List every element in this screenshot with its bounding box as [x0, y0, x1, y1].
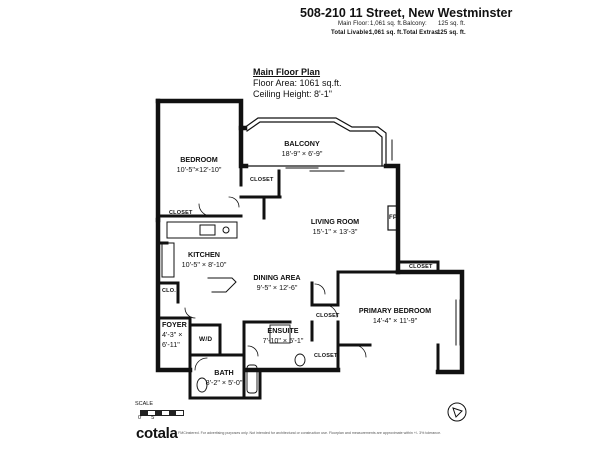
room-name: KITCHEN	[188, 250, 220, 259]
total-extras-value: 125 sq. ft.	[437, 30, 466, 36]
closet-label-walk-in: CLOSET	[314, 353, 338, 359]
ceiling-height: Ceiling Height: 8'-1"	[253, 89, 332, 99]
room-dims: 18'-9" × 6'-9"	[281, 149, 323, 158]
room-name: PRIMARY BEDROOM	[358, 306, 432, 315]
room-dims: 10'-5" × 8'-10"	[181, 260, 227, 269]
floor-area: Floor Area: 1061 sq.ft.	[253, 78, 342, 88]
scale-caption: SCALE	[135, 401, 153, 408]
room-name: LIVING ROOM	[310, 217, 360, 226]
total-livable-value: 1,061 sq. ft.	[369, 30, 403, 36]
room-dims: 10'-5"×12'-10"	[176, 165, 222, 174]
room-dims: 4'-3" ×	[162, 330, 183, 339]
room-dims: 7'-10" × 5'-1"	[262, 336, 304, 345]
balcony-area-value: 125 sq. ft.	[438, 21, 466, 27]
plan-heading: Main Floor Plan Floor Area: 1061 sq.ft. …	[253, 67, 342, 100]
balcony-doors	[285, 167, 345, 172]
room-living: LIVING ROOM 15'-1" × 13'-3"	[301, 217, 369, 237]
room-name: ENSUITE	[267, 326, 299, 335]
balcony-area-label: Balcony:	[403, 21, 427, 27]
closet-label-ensuite: CLOSET	[316, 313, 340, 319]
plan-title: Main Floor Plan	[253, 67, 321, 77]
room-dining: DINING AREA 9'-5" × 12'-6"	[246, 273, 308, 293]
scale-ticks: 0' 5'	[138, 415, 156, 421]
north-arrow-icon	[447, 402, 467, 422]
fireplace	[387, 205, 399, 231]
room-name: BEDROOM	[180, 155, 218, 164]
area-summary-row-2: Total Livable: 1,061 sq. ft. Total Extra…	[0, 30, 600, 38]
room-kitchen: KITCHEN 10'-5" × 8'-10"	[173, 250, 235, 270]
scale-bar	[140, 410, 184, 416]
cotala-logo: cotala	[136, 425, 178, 442]
main-floor-value: 1,061 sq. ft.	[370, 21, 403, 27]
washer-dryer-label: W/D	[199, 336, 213, 343]
room-name: BALCONY	[284, 139, 320, 148]
total-extras-label: Total Extras:	[403, 30, 441, 36]
scale-label: SCALE	[135, 401, 154, 407]
kitchen-counters	[161, 221, 238, 293]
closet-label-bedroom: CLOSET	[169, 210, 193, 216]
windows	[391, 139, 461, 346]
closet-label-foyer: CLO.	[162, 288, 176, 294]
disclaimer-text: FMCinstered. For advertising purposes on…	[178, 431, 442, 435]
fireplace-label: FP	[389, 215, 398, 221]
room-primary-bedroom: PRIMARY BEDROOM 14'-4" × 11'-9"	[353, 306, 437, 326]
main-floor-label: Main Floor:	[338, 21, 370, 27]
room-ensuite: ENSUITE 7'-10" × 5'-1"	[258, 326, 308, 346]
room-name: BATH	[214, 368, 234, 377]
room-name: DINING AREA	[253, 273, 301, 282]
total-livable-label: Total Livable:	[331, 30, 371, 36]
room-dims: 6'-11"	[162, 340, 180, 349]
room-bedroom: BEDROOM 10'-5"×12'-10"	[168, 155, 230, 175]
room-dims: 15'-1" × 13'-3"	[312, 227, 358, 236]
room-name: FOYER	[162, 320, 187, 329]
room-bath: BATH 8'-2" × 5'-0"	[199, 368, 249, 388]
bath-fixtures	[196, 324, 306, 394]
closet-label-hall: CLOSET	[250, 177, 274, 183]
balcony-outline	[243, 117, 387, 167]
door-swings	[184, 196, 367, 371]
room-dims: 14'-4" × 11'-9"	[372, 316, 418, 325]
room-dims: 9'-5" × 12'-6"	[256, 283, 298, 292]
room-foyer: FOYER 4'-3" × 6'-11"	[162, 320, 187, 350]
closet-label-primary: CLOSET	[409, 264, 433, 270]
listing-address: 508-210 11 Street, New Westminster	[300, 6, 513, 20]
room-balcony: BALCONY 18'-9" × 6'-9"	[272, 139, 332, 159]
area-summary-row-1: Main Floor: 1,061 sq. ft. Balcony: 125 s…	[0, 21, 600, 29]
room-dims: 8'-2" × 5'-0"	[205, 378, 243, 387]
exterior-walls	[155, 98, 465, 375]
